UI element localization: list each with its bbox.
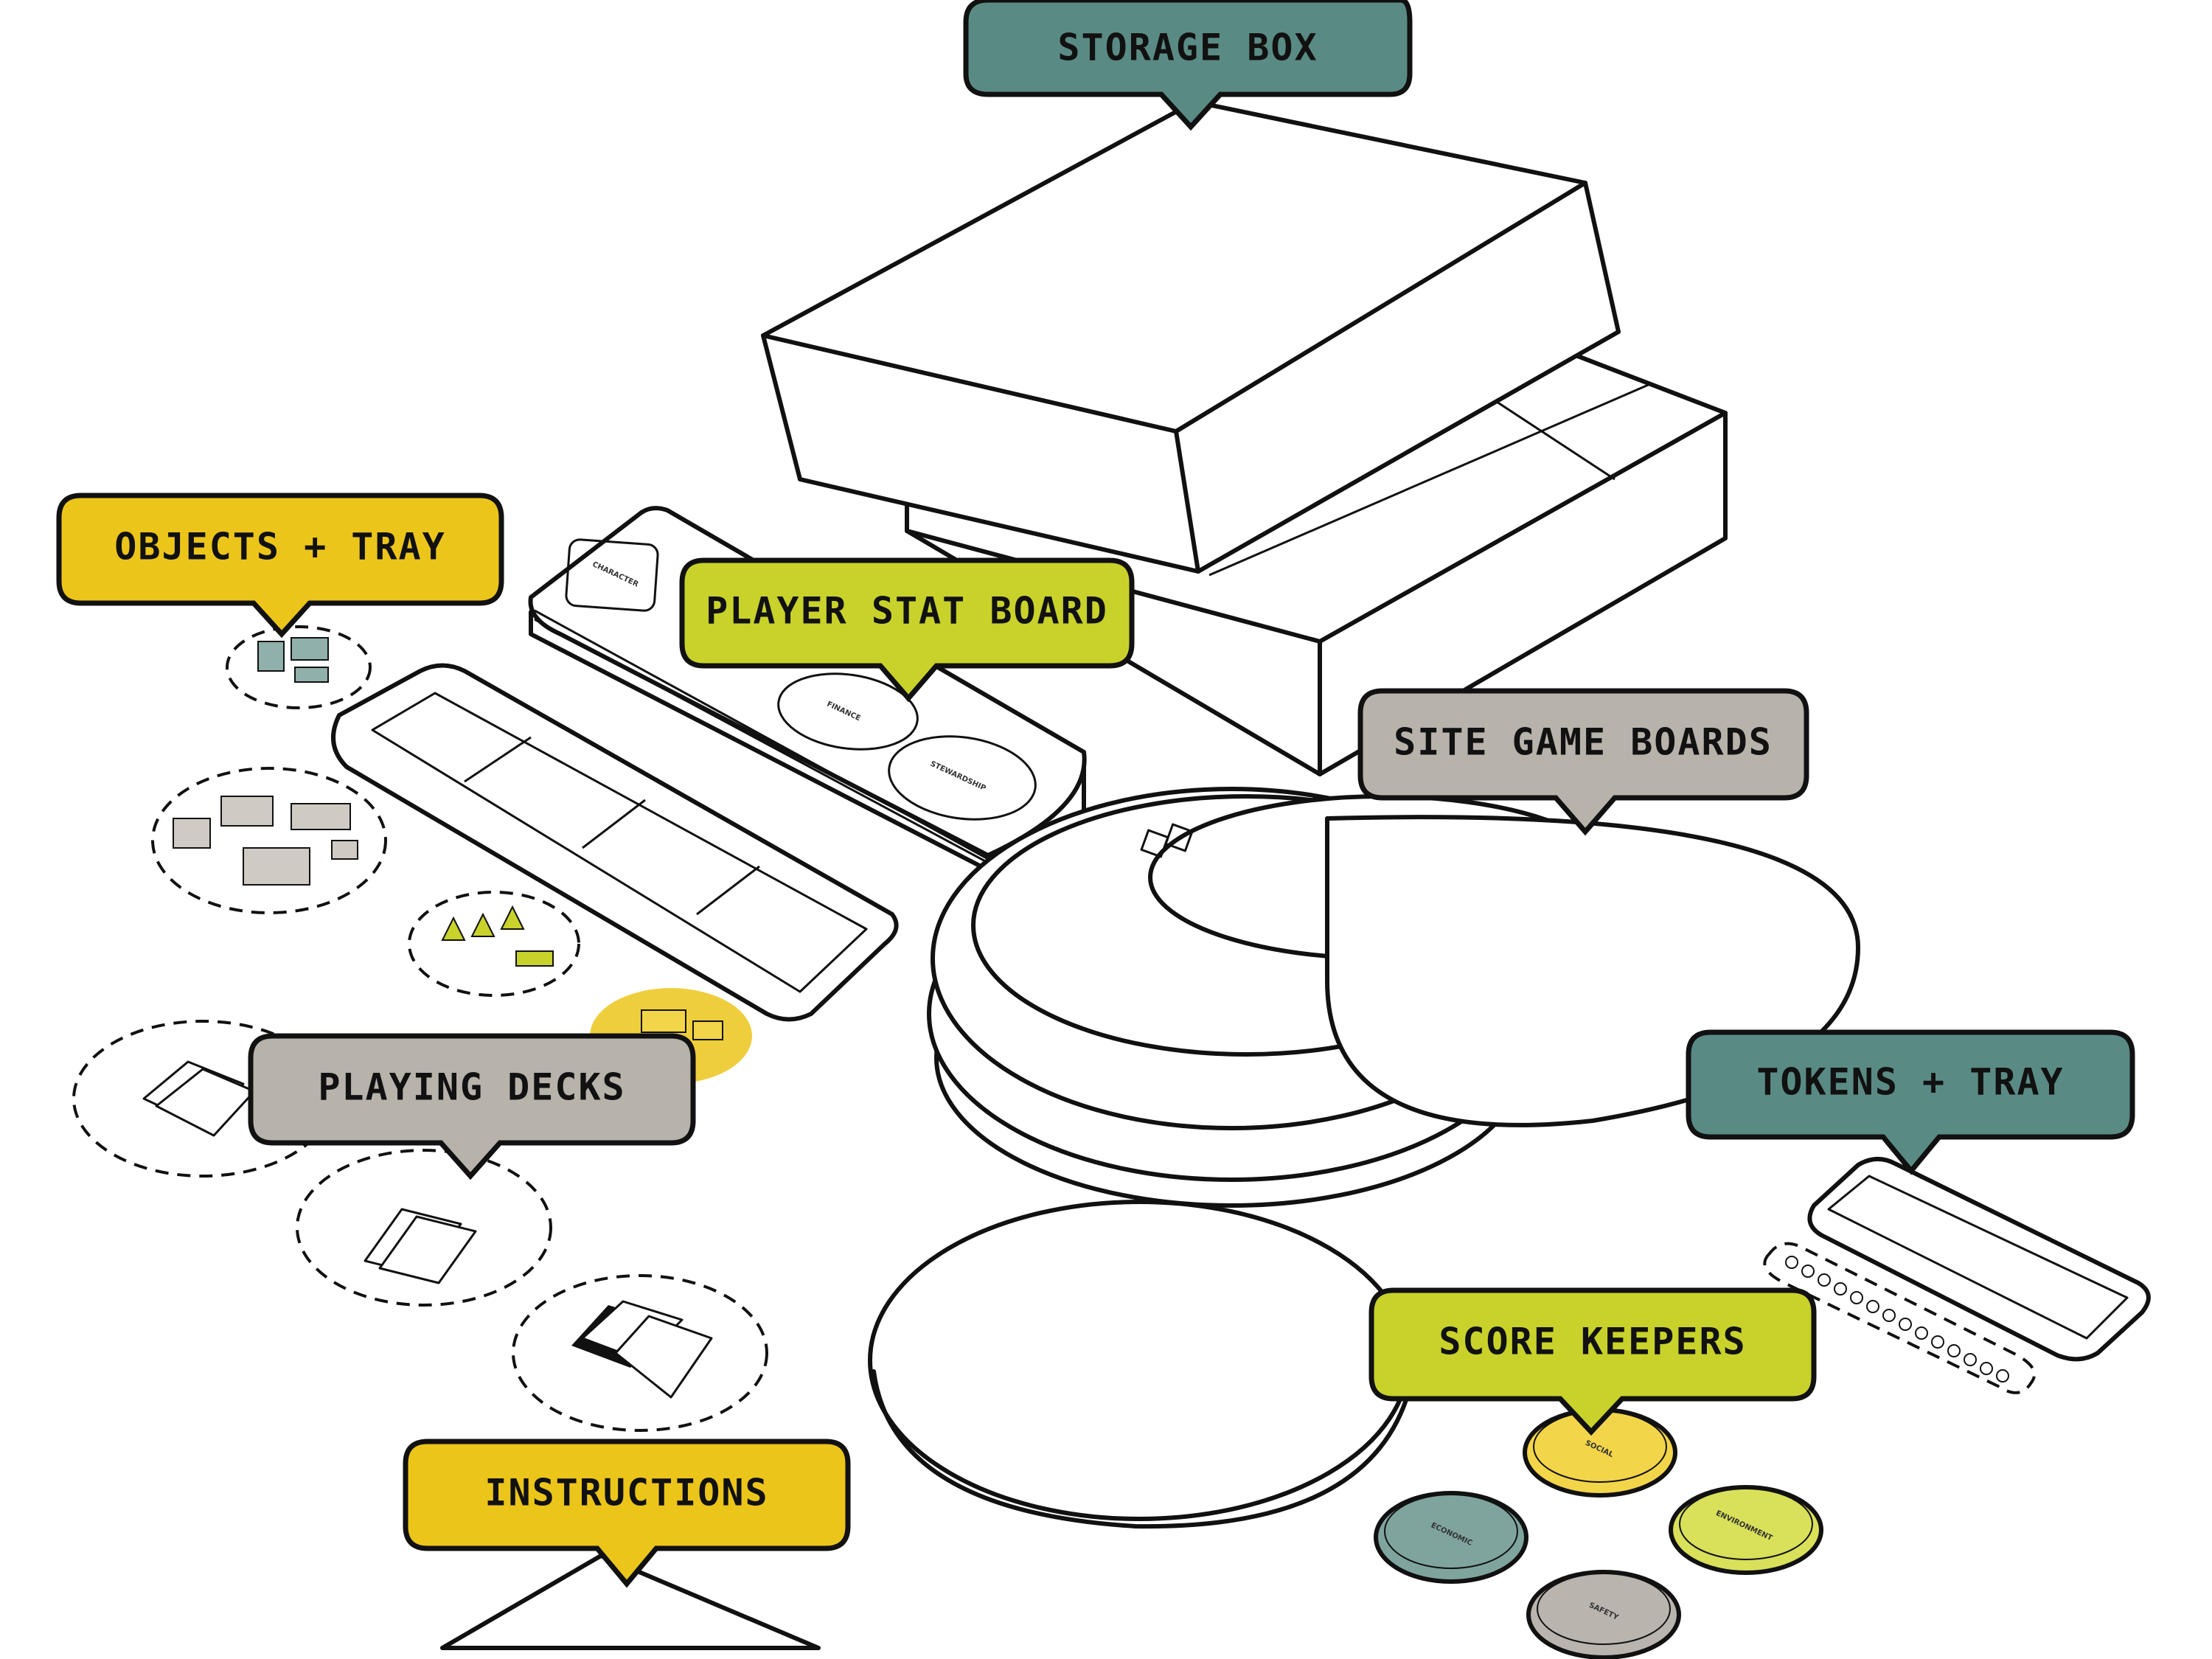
callout-playing-decks: PLAYING DECKS	[248, 1033, 696, 1180]
score-keeper-safety: SAFETY	[1526, 1570, 1681, 1659]
callout-score-keepers-label: SCORE KEEPERS	[1439, 1321, 1746, 1363]
callout-site-game-boards-label: SITE GAME BOARDS	[1394, 721, 1773, 764]
object-disc-lime	[408, 891, 580, 997]
callout-player-stat-board: PLAYER STAT BOARD	[679, 557, 1135, 703]
objects-tray	[331, 663, 899, 1022]
callout-storage-box-label: STORAGE BOX	[1057, 27, 1318, 69]
instructions-booklet	[440, 1554, 821, 1650]
callout-instructions: INSTRUCTIONS	[403, 1439, 851, 1588]
callout-tokens-tray: TOKENS + TRAY	[1686, 1029, 2135, 1175]
score-keeper-economic: ECONOMIC	[1374, 1491, 1528, 1584]
callout-site-game-boards: SITE GAME BOARDS	[1357, 688, 1809, 836]
score-keepers: SOCIAL ECONOMIC ENVIRONMENT SAFETY	[1374, 1408, 1823, 1659]
site-game-boards	[927, 787, 1860, 1208]
callout-storage-box: STORAGE BOX	[963, 0, 1413, 131]
object-disc-teal	[226, 625, 372, 709]
callout-player-stat-board-label: PLAYER STAT BOARD	[706, 590, 1108, 633]
score-keeper-environment: ENVIRONMENT	[1669, 1485, 1823, 1575]
dice	[1140, 823, 1194, 858]
object-disc-grey	[151, 767, 387, 914]
tokens-tray	[1763, 1157, 2151, 1394]
callout-score-keepers: SCORE KEEPERS	[1368, 1287, 1817, 1436]
playing-decks	[72, 1020, 768, 1432]
callout-instructions-label: INSTRUCTIONS	[484, 1472, 768, 1514]
callout-playing-decks-label: PLAYING DECKS	[318, 1066, 625, 1109]
score-pad	[868, 1200, 1414, 1529]
score-keeper-social: SOCIAL	[1523, 1408, 1677, 1498]
callout-objects-tray: OBJECTS + TRAY	[56, 493, 504, 639]
player-stat-board: CHARACTER FINANCE STEWARDSHIP	[528, 506, 1087, 874]
callout-tokens-tray-label: TOKENS + TRAY	[1756, 1061, 2064, 1104]
callout-objects-tray-label: OBJECTS + TRAY	[114, 526, 445, 568]
